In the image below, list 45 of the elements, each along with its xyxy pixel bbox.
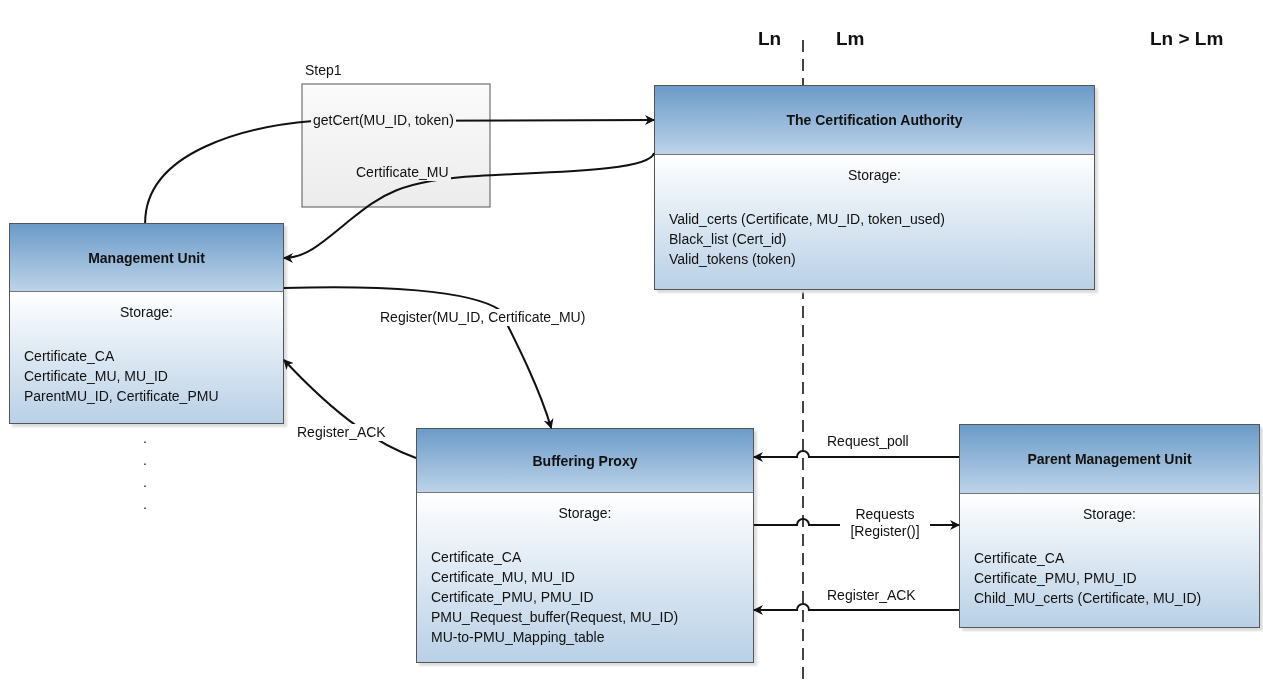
class-box [416, 428, 754, 663]
storage-field: Certificate_PMU, PMU_ID [431, 587, 594, 607]
arrow [753, 450, 960, 462]
edge-label: Register_ACK [825, 587, 918, 604]
storage-field: Valid_certs (Certificate, MU_ID, token_used) [669, 209, 945, 229]
section-heading: Storage: [848, 167, 901, 183]
arrow [283, 152, 655, 263]
edge-label: getCert(MU_ID, token) [311, 112, 456, 129]
storage-field: Certificate_CA [431, 547, 522, 567]
class-box [9, 223, 284, 424]
storage-field: MU-to-PMU_Mapping_table [431, 627, 605, 647]
continuation-dot: . [143, 452, 147, 468]
class-box [959, 424, 1260, 628]
level-label: Lm [836, 28, 865, 50]
section-heading: Storage: [120, 304, 173, 320]
edge-label: Requests [Register()] [840, 506, 930, 540]
arrow [753, 603, 960, 615]
storage-field: ParentMU_ID, Certificate_PMU [24, 386, 219, 406]
section-heading: Storage: [1083, 506, 1136, 522]
section-heading: Storage: [558, 505, 612, 521]
storage-field: PMU_Request_buffer(Request, MU_ID) [431, 607, 679, 627]
continuation-dot: . [143, 496, 147, 512]
continuation-dot: . [143, 430, 147, 446]
storage-field: Certificate_MU, MU_ID [431, 567, 575, 587]
storage-field: Certificate_CA [24, 346, 115, 366]
storage-field: Certificate_CA [974, 548, 1065, 568]
edge-label: Certificate_MU [354, 164, 451, 181]
level-label: Ln > Lm [1150, 28, 1224, 50]
class-box [654, 85, 1095, 290]
arrow [283, 286, 554, 429]
continuation-dot: . [143, 474, 147, 490]
storage-field: Child_MU_certs (Certificate, MU_ID) [974, 588, 1202, 608]
level-label: Ln [758, 28, 782, 50]
edge-label: Request_poll [825, 433, 911, 450]
step-label: Step1 [305, 62, 342, 78]
box-title: Management Unit [88, 249, 205, 266]
box-title: The Certification Authority [786, 112, 963, 128]
box-title: Buffering Proxy [532, 452, 638, 469]
box-title: Parent Management Unit [1027, 451, 1192, 467]
storage-field: Black_list (Cert_id) [669, 229, 787, 249]
storage-field: Certificate_MU, MU_ID [24, 366, 168, 386]
storage-field: Certificate_PMU, PMU_ID [974, 568, 1137, 588]
storage-field: Valid_tokens (token) [669, 249, 796, 269]
edge-label: Register(MU_ID, Certificate_MU) [378, 309, 588, 326]
edge-label: Register_ACK [295, 424, 388, 441]
